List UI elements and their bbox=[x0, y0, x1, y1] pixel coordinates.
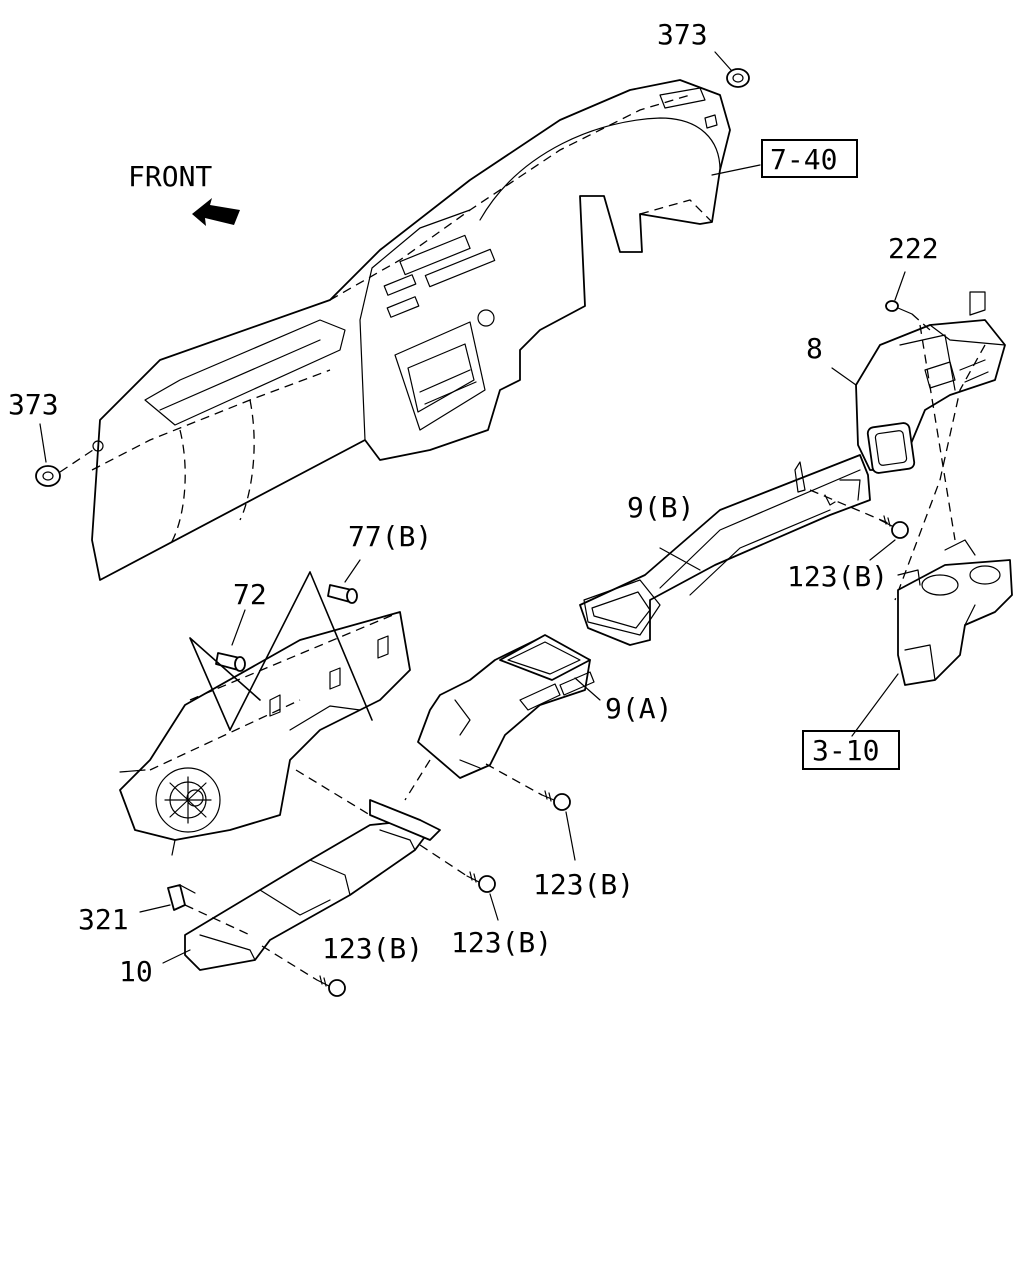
ref-label-7-40: 7-40 bbox=[770, 143, 837, 176]
instrument-panel bbox=[91, 79, 761, 581]
ref-box-7-40 bbox=[761, 139, 858, 178]
screw-123b-lower-mid bbox=[419, 844, 499, 921]
part-number-77b: 77(B) bbox=[348, 520, 432, 553]
floor-duct-10 bbox=[184, 759, 441, 971]
vent-duct-9b bbox=[579, 454, 871, 646]
grommet-373-top bbox=[714, 51, 750, 88]
part-number-123b-center: 123(B) bbox=[533, 868, 634, 901]
screw-72 bbox=[215, 609, 246, 672]
part-number-321: 321 bbox=[78, 903, 129, 936]
part-number-8: 8 bbox=[806, 332, 823, 365]
part-number-9b: 9(B) bbox=[627, 491, 694, 524]
side-vent-duct-8 bbox=[831, 291, 1006, 474]
ref-box-3-10 bbox=[802, 730, 900, 770]
screw-123b-right bbox=[869, 515, 909, 561]
clip-222 bbox=[885, 271, 913, 315]
part-number-72: 72 bbox=[233, 578, 267, 611]
part-number-9a: 9(A) bbox=[605, 692, 672, 725]
screw-123b-lower-left bbox=[261, 945, 346, 997]
grommet-373-left bbox=[35, 423, 97, 487]
vent-duct-9a bbox=[417, 634, 595, 779]
part-number-222: 222 bbox=[888, 232, 939, 265]
heater-unit bbox=[119, 611, 411, 856]
clip-321 bbox=[167, 884, 196, 911]
part-number-373-left: 373 bbox=[8, 388, 59, 421]
part-number-123b-lower-left: 123(B) bbox=[322, 932, 423, 965]
front-arrow-icon bbox=[192, 198, 240, 226]
console-bracket bbox=[897, 539, 1013, 686]
part-number-373-top: 373 bbox=[657, 18, 708, 51]
screw-77b bbox=[327, 559, 361, 604]
ref-label-3-10: 3-10 bbox=[812, 734, 879, 767]
screw-123b-center bbox=[485, 763, 576, 861]
part-number-123b-lower-mid: 123(B) bbox=[451, 926, 552, 959]
part-number-123b-right: 123(B) bbox=[787, 560, 888, 593]
front-label: FRONT bbox=[128, 160, 212, 193]
part-number-10: 10 bbox=[119, 955, 153, 988]
